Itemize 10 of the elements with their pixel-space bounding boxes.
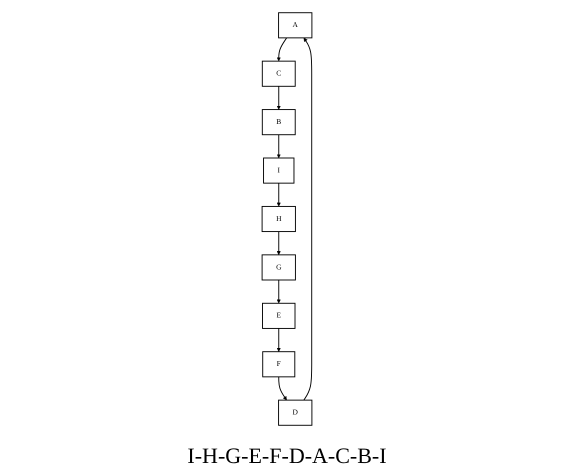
- arrow: [276, 230, 281, 255]
- arrow: [278, 376, 287, 400]
- arrow: [276, 182, 281, 206]
- arrow: [303, 37, 312, 400]
- caption: I-H-G-E-F-D-A-C-B-I: [187, 442, 387, 470]
- arrow: [276, 36, 288, 61]
- arrow: [276, 134, 281, 158]
- arrow: [276, 279, 281, 303]
- arrow: [276, 327, 281, 352]
- arrow: [276, 85, 281, 110]
